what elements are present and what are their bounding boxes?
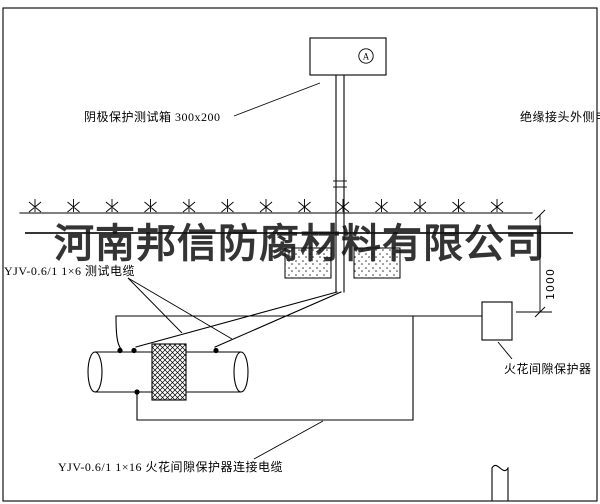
test-cable-right: [214, 291, 342, 348]
cable-lug: [131, 347, 137, 354]
concrete-block-left: [284, 247, 332, 279]
test-cable-left: [135, 291, 338, 348]
test-cable-leader-2: [127, 277, 233, 340]
cable-lug: [213, 347, 219, 354]
spark-cable-leader: [253, 420, 324, 460]
spark-cable-riser: [115, 315, 122, 350]
test-cable-label: YJV-0.6/1 1×6 测试电缆: [4, 264, 135, 278]
depth-dimension: [516, 209, 552, 318]
company-watermark: 河南邦信防腐材料有限公司: [54, 221, 546, 266]
cable-lug: [117, 347, 123, 354]
drawing-border: [2, 7, 598, 502]
insulated-joint-cable-label: 绝缘接头外侧电缆: [520, 110, 600, 124]
test-box: [309, 37, 387, 76]
conduit-riser: [333, 74, 347, 293]
concrete-block-right: [353, 247, 401, 279]
spark-cable-loop: [136, 315, 414, 421]
ammeter-symbol-icon: [358, 48, 374, 64]
insulating-joint: [151, 343, 187, 401]
spark-gap-protector-box: [481, 301, 513, 341]
pipe-stub-symbol: [491, 464, 509, 501]
test-cable-leader-1: [127, 277, 183, 334]
spark-gap-protector-label: 火花间隙保护器: [504, 362, 592, 376]
depth-dimension-value: 1000: [544, 268, 557, 300]
test-box-label: 阴极保护测试箱 300x200: [84, 110, 221, 124]
cable-lug: [134, 389, 140, 395]
ground-surface-marks: [28, 199, 504, 213]
spark-gap-leader: [497, 341, 513, 360]
ammeter-letter: A: [363, 52, 370, 62]
spark-gap-cable-label: YJV-0.6/1 1×16 火花间隙保护器连接电缆: [58, 460, 283, 474]
test-box-leader: [233, 82, 321, 117]
